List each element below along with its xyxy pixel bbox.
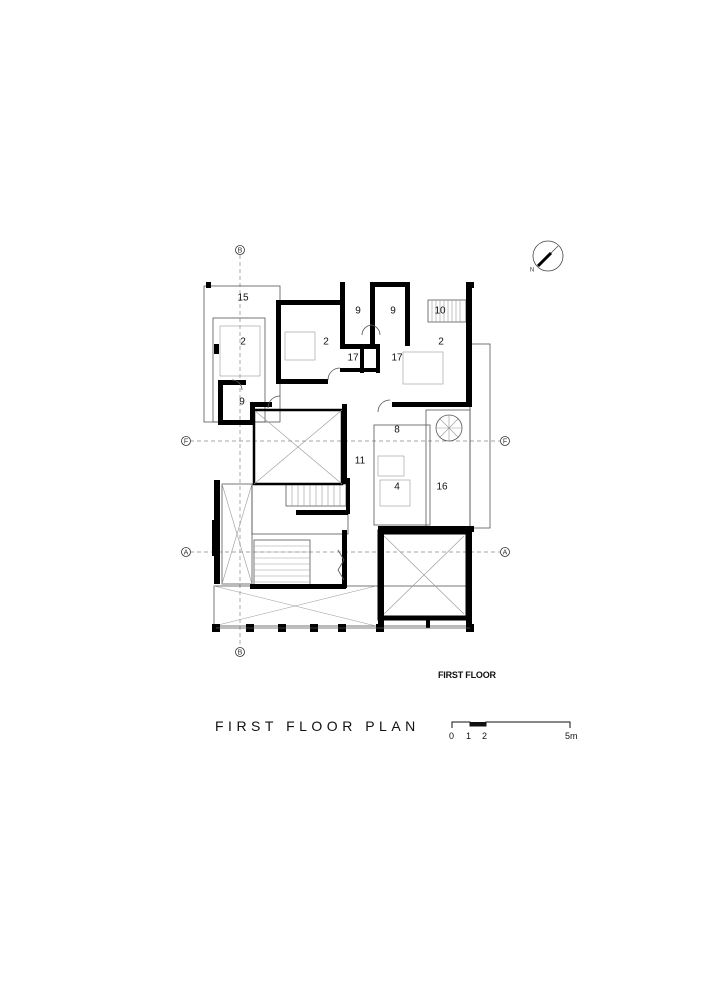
void-west	[221, 483, 253, 585]
scale-bar	[451, 721, 571, 728]
room-label-11: 11	[355, 456, 366, 467]
void-north	[252, 408, 344, 486]
grid-marker-f-right: F	[500, 436, 510, 446]
grid-marker-label: F	[184, 438, 188, 445]
grid-marker-label: F	[503, 438, 507, 445]
scale-tick-0: 0	[449, 731, 455, 741]
room-label-9a: 9	[355, 306, 361, 317]
grid-marker-a-right: A	[500, 547, 510, 557]
room-label-4: 4	[394, 482, 400, 493]
north-arrow-icon: N	[530, 240, 564, 274]
scale-tick-5m: 5m	[565, 731, 578, 741]
grid-marker-f-left: F	[181, 436, 191, 446]
room-label-2c: 2	[438, 337, 444, 348]
room-label-9b: 9	[390, 306, 396, 317]
void-south-east	[377, 529, 471, 621]
grid-marker-label: B	[238, 247, 243, 254]
grid-marker-label: A	[184, 549, 189, 556]
room-label-8: 8	[394, 425, 400, 436]
room-label-15: 15	[237, 293, 249, 304]
room-label-17b: 17	[391, 353, 403, 364]
scale-tick-2: 2	[482, 731, 488, 741]
floor-label: FIRST FLOOR	[438, 670, 496, 680]
doors	[231, 324, 391, 581]
svg-text:N: N	[530, 268, 534, 274]
plan-title: FIRST FLOOR PLAN	[215, 718, 420, 734]
grid-marker-b-bottom: B	[235, 647, 245, 657]
staircase	[253, 299, 467, 589]
scale-tick-1: 1	[466, 731, 472, 741]
room-label-9c: 9	[239, 397, 245, 408]
room-label-10: 10	[434, 306, 446, 317]
walls	[206, 282, 474, 626]
columns	[212, 618, 474, 632]
room-label-2a: 2	[240, 337, 246, 348]
room-label-2b: 2	[323, 337, 329, 348]
grid-marker-b-top: B	[235, 245, 245, 255]
room-labels: 15 2 2 9 9 10 17 17 2 9 8 11 4 16	[237, 293, 448, 493]
room-label-17a: 17	[347, 353, 359, 364]
grid-marker-label: A	[503, 549, 508, 556]
grid-marker-label: B	[238, 649, 243, 656]
grid-marker-a-left: A	[181, 547, 191, 557]
room-label-16: 16	[436, 482, 448, 493]
